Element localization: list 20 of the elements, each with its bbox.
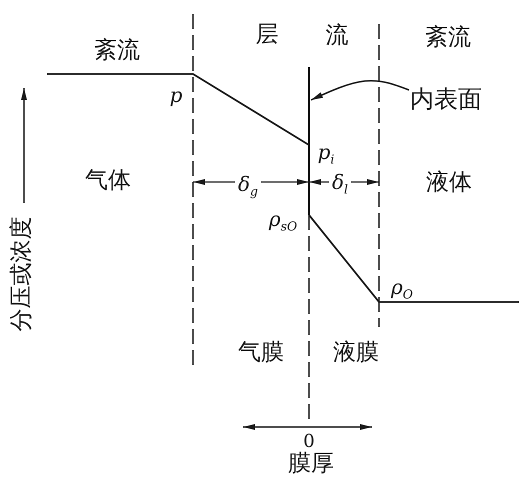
zone-label: 紊流 <box>94 40 140 62</box>
zone-label: 气体 <box>85 170 131 192</box>
symbol-label: p <box>168 82 184 109</box>
zone-label: 紊流 <box>425 26 471 50</box>
zone-label: 流 <box>326 24 348 48</box>
zone-label: 液体 <box>426 172 472 194</box>
symbol-label: ρ$_{sO}$ <box>268 206 298 236</box>
symbol-label: p$_{i}$ <box>316 139 336 168</box>
zone-label: 气膜 <box>238 342 284 364</box>
interface-line <box>308 67 310 215</box>
tick-label: 0 <box>303 433 315 451</box>
axis-title: 膜厚 <box>288 452 334 476</box>
dimension-label: δ$_{g}$ <box>237 171 259 200</box>
zone-label: 液膜 <box>333 342 379 364</box>
axis-title: 分压或浓度 <box>10 216 34 332</box>
leader-arrow <box>310 80 410 101</box>
zone-label: 层 <box>256 24 278 46</box>
callout-label: 内表面 <box>410 87 482 111</box>
symbol-label: ρ$_{O}$ <box>390 274 414 304</box>
dimension-label: δ$_{l}$ <box>331 169 349 198</box>
